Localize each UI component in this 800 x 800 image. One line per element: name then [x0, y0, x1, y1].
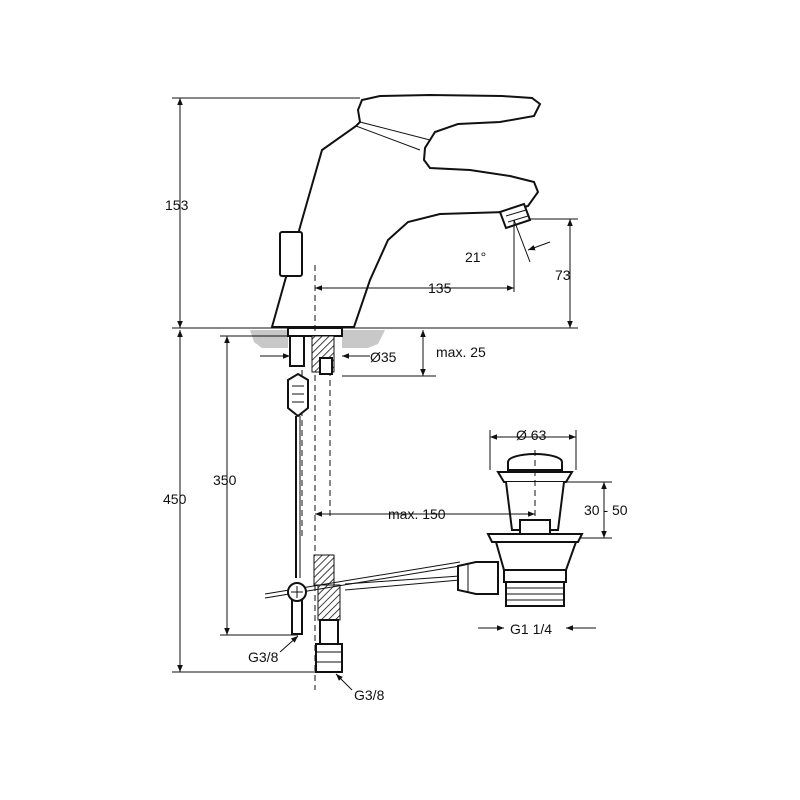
- label-faucet-height: 153: [165, 197, 189, 213]
- label-supply-thread-left: G3/8: [248, 649, 279, 665]
- deck: [172, 327, 578, 348]
- label-spout-reach: 135: [428, 280, 452, 296]
- label-drain-reach: max. 150: [388, 506, 446, 522]
- popup-rod: [264, 561, 461, 602]
- label-drain-range: 30 - 50: [584, 502, 628, 518]
- label-hole-diameter: Ø35: [370, 349, 397, 365]
- label-spout-height: 73: [555, 267, 571, 283]
- label-hose-length: 350: [213, 472, 237, 488]
- supply-hoses: [291, 416, 343, 673]
- faucet-body: [270, 93, 542, 337]
- label-deck-thickness: max. 25: [436, 344, 486, 360]
- label-spout-angle: 21°: [465, 249, 486, 265]
- drain-assembly: [457, 450, 584, 607]
- label-total-height: 450: [163, 491, 187, 507]
- aerator: [498, 202, 532, 230]
- mounting-shank: [287, 335, 335, 418]
- dimension-lines: [172, 97, 612, 691]
- label-drain-diameter: Ø 63: [516, 427, 547, 443]
- label-drain-thread: G1 1/4: [510, 621, 552, 637]
- label-supply-thread-right: G3/8: [354, 687, 385, 703]
